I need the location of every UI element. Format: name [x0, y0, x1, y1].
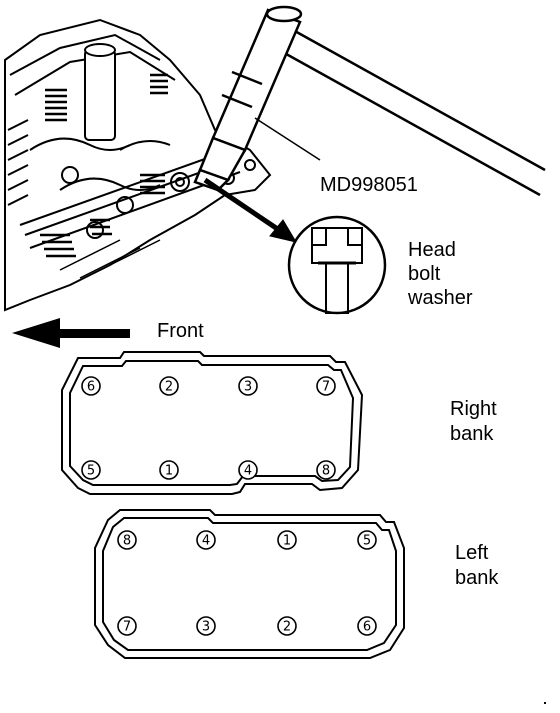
right-bank-bolt-top-3: 3: [238, 376, 258, 396]
left-bank-label-line-2: bank: [455, 567, 499, 589]
left-bank-bolt-circle: [117, 616, 137, 636]
left-bank-bolt-top-1: 8: [117, 530, 137, 550]
front-arrow-icon: [12, 318, 130, 348]
right-bank-label-line-1: Right: [450, 398, 497, 420]
right-bank-label-line-2: bank: [450, 423, 494, 445]
left-bank-bolt-number: 4: [202, 534, 210, 549]
right-bank-bolt-number: 7: [322, 380, 330, 395]
washer-label: Head bolt washer: [408, 238, 472, 310]
right-bank-bolt-circle: [316, 460, 336, 480]
right-bank-bolt-top-1: 6: [81, 376, 101, 396]
left-bank-bolt-circle: [277, 530, 297, 550]
left-bank-bolt-circle: [196, 530, 216, 550]
torque-wrench-icon: [193, 5, 546, 197]
left-bank-bolt-number: 2: [283, 620, 291, 635]
right-bank-bolt-circle: [81, 376, 101, 396]
left-bank-bolts: 8 4 1 5 7 3 2 6: [117, 530, 377, 636]
front-label: Front: [157, 320, 204, 342]
right-bank-bolt-bottom-3: 4: [238, 460, 258, 480]
right-bank-bolt-number: 8: [322, 464, 330, 479]
tool-label: MD998051: [320, 174, 418, 196]
left-bank-bolt-number: 8: [123, 534, 131, 549]
right-bank-bolt-circle: [316, 376, 336, 396]
left-bank-bolt-bottom-2: 3: [196, 616, 216, 636]
right-bank-bolts: 6 2 3 7 5 1 4 8: [81, 376, 336, 480]
right-bank-bolt-number: 6: [87, 380, 95, 395]
right-bank-bolt-number: 1: [165, 464, 173, 479]
right-bank-bolt-circle: [159, 460, 179, 480]
left-bank-bolt-top-3: 1: [277, 530, 297, 550]
left-bank-bolt-top-2: 4: [196, 530, 216, 550]
left-bank-bolt-circle: [357, 530, 377, 550]
left-bank-bolt-bottom-4: 6: [357, 616, 377, 636]
washer-label-line-2: bolt: [408, 263, 441, 285]
left-bank-bolt-circle: [357, 616, 377, 636]
left-bank-label: Left bank: [455, 541, 498, 591]
washer-label-line-3: washer: [408, 287, 473, 309]
left-bank-bolt-circle: [196, 616, 216, 636]
left-bank-bolt-bottom-3: 2: [277, 616, 297, 636]
right-bank-bolt-circle: [81, 460, 101, 480]
washer-callout-arrow: [203, 177, 298, 243]
left-bank-bolt-number: 6: [363, 620, 371, 635]
engine-cylinder-head-icon: [4, 18, 272, 312]
right-bank-bolt-circle: [238, 376, 258, 396]
right-bank-bolt-number: 4: [244, 464, 252, 479]
right-bank-bolt-number: 3: [244, 380, 252, 395]
right-bank-gasket: [61, 351, 364, 495]
left-bank-bolt-circle: [117, 530, 137, 550]
head-bolt-washer-icon: [287, 215, 387, 315]
right-bank-bolt-number: 5: [87, 464, 95, 479]
washer-label-line-1: Head: [408, 239, 456, 261]
left-bank-bolt-number: 5: [363, 534, 371, 549]
right-bank-label: Right bank: [450, 397, 497, 447]
left-bank-bolt-circle: [277, 616, 297, 636]
right-bank-bolt-circle: [159, 376, 179, 396]
left-bank-gasket: [94, 509, 405, 659]
right-bank-bolt-number: 2: [165, 380, 173, 395]
left-bank-bolt-top-4: 5: [357, 530, 377, 550]
left-bank-bolt-number: 3: [202, 620, 210, 635]
corner-dot: [544, 702, 546, 704]
right-bank-bolt-bottom-1: 5: [81, 460, 101, 480]
left-bank-bolt-number: 1: [283, 534, 291, 549]
left-bank-bolt-number: 7: [123, 620, 131, 635]
right-bank-bolt-bottom-2: 1: [159, 460, 179, 480]
left-bank-label-line-1: Left: [455, 542, 489, 564]
right-bank-bolt-top-4: 7: [316, 376, 336, 396]
right-bank-bolt-circle: [238, 460, 258, 480]
right-bank-bolt-top-2: 2: [159, 376, 179, 396]
right-bank-bolt-bottom-4: 8: [316, 460, 336, 480]
left-bank-bolt-bottom-1: 7: [117, 616, 137, 636]
